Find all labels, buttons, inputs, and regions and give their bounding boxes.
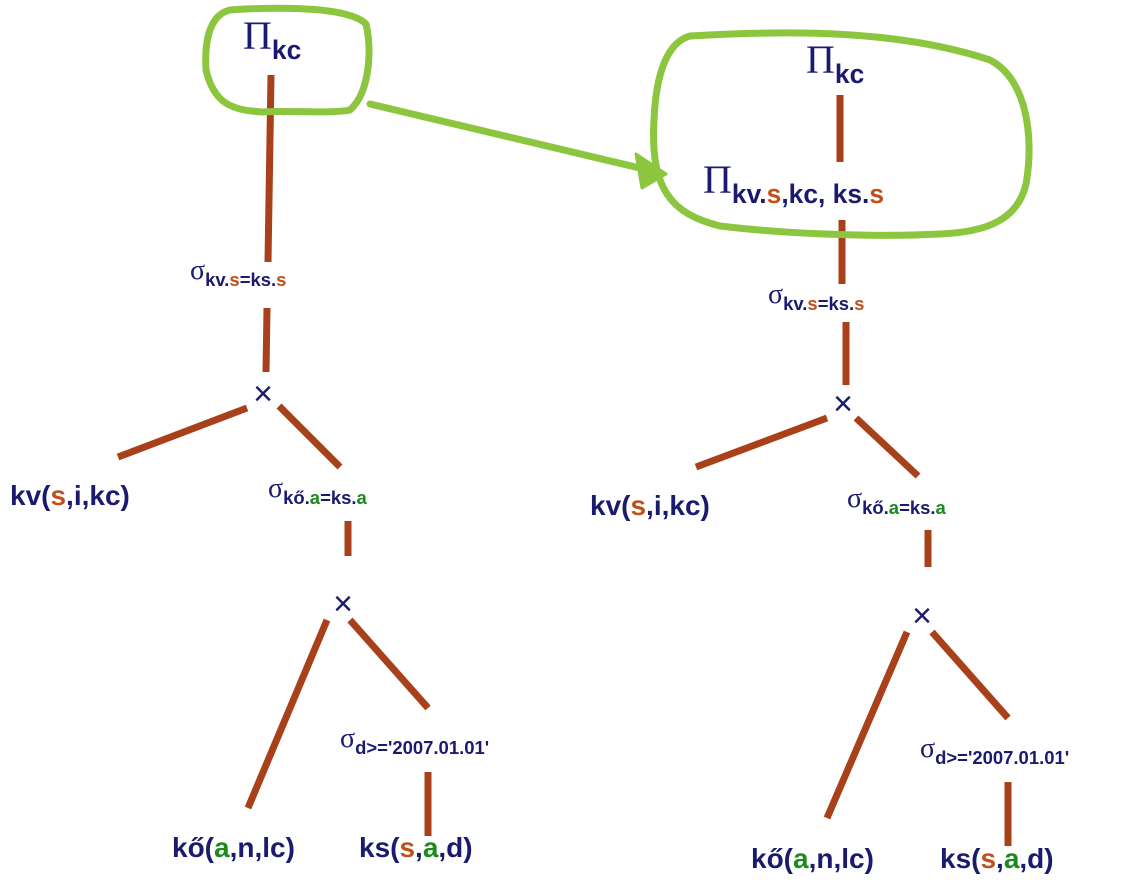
edge-cross2-to-ko [244, 618, 331, 810]
selection-subscript: d>='2007.01.01' [355, 737, 490, 759]
edge-cross2-to-sigma-date [929, 629, 1011, 721]
pi-symbol: Π [703, 157, 732, 202]
selection-subscript: kő.a=ks.a [283, 487, 367, 509]
sigma-symbol: σ [268, 473, 284, 504]
edge-cross-to-sigma-ko [853, 415, 921, 479]
right-selection-date-node: σd>='2007.01.01' [920, 734, 1069, 768]
arrow-shaft [366, 100, 652, 174]
sigma-symbol: σ [847, 483, 863, 514]
right-cross-product-1: × [833, 385, 853, 423]
left-tree-edges [116, 74, 432, 836]
edge-cross-to-kv [116, 404, 249, 461]
projection-subscript: kc [834, 59, 865, 90]
edge-cross2-to-sigma-date [347, 617, 431, 711]
right-highlight-loop [650, 29, 1033, 239]
edge-sigma-to-cross [262, 307, 271, 373]
pi-symbol: Π [243, 13, 272, 58]
left-cross-product-2: × [333, 585, 353, 623]
right-projection-inner-node: Πkv.s,kc, ks.s [703, 157, 885, 210]
edge-cross2-to-ko [823, 630, 911, 820]
right-selection-ko-node: σkő.a=ks.a [847, 484, 946, 518]
sigma-symbol: σ [920, 733, 936, 764]
left-leaf-ks: ks(s,a,d) [359, 832, 473, 863]
selection-subscript: kv.s=ks.s [205, 269, 287, 291]
right-leaf-kv: kv(s,i,kc) [590, 490, 710, 521]
selection-subscript: kv.s=ks.s [783, 293, 865, 315]
left-leaf-ko: kő(a,n,lc) [172, 832, 295, 863]
left-selection-date-node: σd>='2007.01.01' [340, 724, 489, 758]
left-selection-join-node: σkv.s=ks.s [190, 256, 286, 290]
left-projection-node: Πkc [243, 13, 302, 66]
arrow-head-icon [634, 152, 668, 190]
projection-subscript: kc [271, 35, 302, 66]
highlight-annotations [202, 4, 1033, 239]
right-leaf-ks: ks(s,a,d) [940, 843, 1054, 874]
left-selection-ko-node: σkő.a=ks.a [268, 474, 367, 508]
selection-subscript: kő.a=ks.a [862, 497, 946, 519]
selection-subscript: d>='2007.01.01' [935, 747, 1070, 769]
right-cross-product-2: × [912, 597, 932, 635]
left-cross-product-1: × [253, 375, 273, 413]
sigma-symbol: σ [768, 279, 784, 310]
sigma-symbol: σ [190, 255, 206, 286]
sigma-symbol: σ [340, 723, 356, 754]
edge-pi-to-sigma [264, 74, 275, 263]
projection-subscript: kv.s,kc, ks.s [731, 179, 885, 210]
right-projection-top-node: Πkc [806, 37, 865, 90]
edge-cross-to-kv [694, 414, 829, 471]
left-highlight-loop [202, 4, 373, 116]
right-tree-edges [694, 95, 1012, 846]
left-leaf-kv: kv(s,i,kc) [10, 480, 130, 511]
right-selection-join-node: σkv.s=ks.s [768, 280, 864, 314]
pi-symbol: Π [806, 37, 835, 82]
edge-cross-to-sigma-ko [276, 403, 343, 470]
right-leaf-ko: kő(a,n,lc) [751, 843, 874, 874]
